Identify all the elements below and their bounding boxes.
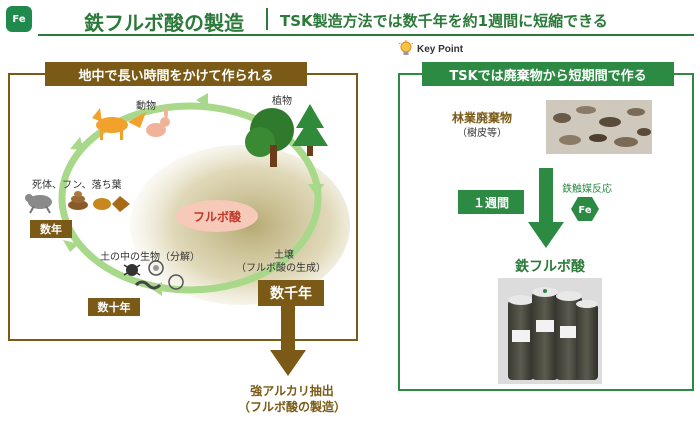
rabbit-icon: [146, 107, 170, 137]
tsk-process-title: TSKでは廃棄物から短期間で作る: [422, 62, 674, 86]
natural-process-title: 地中で長い時間をかけて作られる: [45, 62, 307, 86]
decay-label: 死体、フン、落ち葉: [32, 180, 122, 191]
product-bottles-image: [498, 278, 602, 384]
page-title: 鉄フルボ酸の製造: [84, 11, 244, 35]
extraction-label-line2: （フルボ酸の製造）: [237, 400, 346, 414]
pine-tree-icon: [292, 104, 328, 156]
years-badge: 数年: [30, 220, 72, 238]
life-cycle-ring: [58, 102, 322, 294]
raw-material-line2: （樹皮等）: [457, 128, 507, 139]
duration-badge: １週間: [458, 190, 524, 214]
title-separator: [266, 8, 268, 30]
extraction-label: 強アルカリ抽出 （フルボ酸の製造）: [232, 383, 352, 415]
company-logo: Fe: [6, 6, 32, 32]
fox-icon: [92, 108, 146, 140]
logo-text: Fe: [12, 13, 26, 25]
header-divider: [38, 34, 694, 36]
carcass-icon: [25, 194, 52, 214]
raw-material-line1: 林業廃棄物: [451, 111, 512, 125]
page-subtitle: TSK製造方法では数千年を約1週間に短縮できる: [280, 12, 608, 30]
raw-material-label: 林業廃棄物 （樹皮等）: [432, 110, 532, 142]
decades-badge: 数十年: [88, 298, 140, 316]
fallen-leaves-icon: [93, 196, 130, 212]
iron-catalyst-icon: Fe: [571, 197, 599, 221]
bark-pile-image: [546, 100, 652, 154]
key-point-label: Key Point: [417, 43, 464, 55]
tree-icon: [245, 108, 294, 167]
soil-label: 土壌: [274, 250, 294, 261]
lightbulb-icon: [398, 40, 414, 55]
plants-label: 植物: [272, 96, 292, 107]
cycle-arrow: [63, 240, 79, 252]
soil-organisms-label: 土の中の生物（分解）: [100, 252, 200, 263]
catalyst-icon-text: Fe: [578, 205, 591, 216]
dung-icon: [68, 191, 88, 210]
extraction-arrow: [270, 305, 306, 376]
animals-label: 動物: [136, 101, 156, 112]
process-arrow: [528, 168, 564, 248]
extraction-label-line1: 強アルカリ抽出: [250, 384, 334, 398]
cycle-arrow: [70, 137, 84, 150]
soil-sublabel: （フルボ酸の生成）: [236, 263, 326, 274]
fulvic-acid-label: フルボ酸: [176, 200, 258, 232]
cycle-arrow: [308, 184, 324, 196]
cycle-arrow: [196, 93, 208, 107]
product-label: 鉄フルボ酸: [515, 259, 585, 275]
millennia-badge: 数千年: [258, 280, 324, 306]
soil-organisms-icon: [123, 260, 184, 290]
key-point-marker: Key Point: [398, 40, 463, 58]
catalyst-label: 鉄触媒反応: [562, 184, 612, 195]
